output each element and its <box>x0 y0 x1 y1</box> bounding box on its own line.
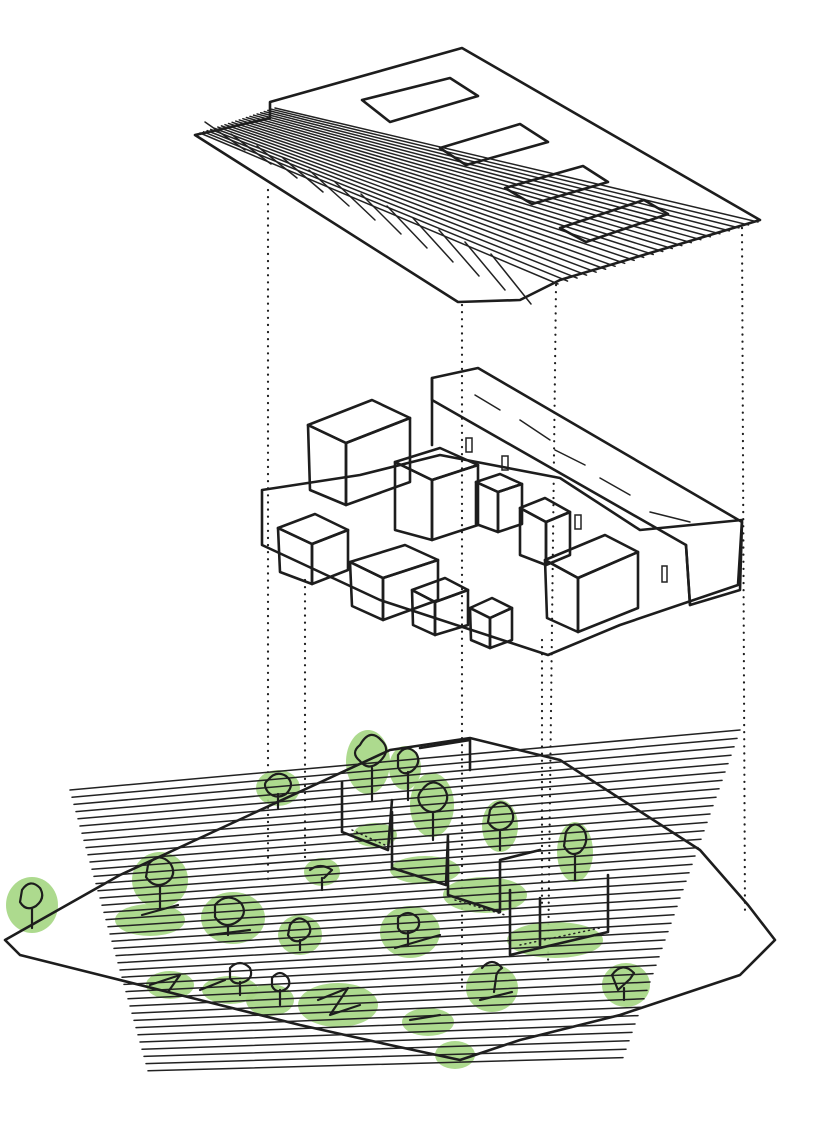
trees <box>18 733 636 1022</box>
volume-left-front <box>276 512 350 586</box>
roof-hatching <box>199 107 759 285</box>
volume-small-center <box>410 576 470 637</box>
roof-skylights <box>360 76 670 244</box>
roof-lattice-wing <box>204 121 532 305</box>
volume-small-tall <box>474 472 524 534</box>
courtyard-stipple <box>351 829 601 946</box>
ground-hatching <box>69 729 741 1072</box>
projection-lines <box>266 188 747 992</box>
volume-tiny-front <box>468 596 514 650</box>
volume-wide-low <box>348 543 440 622</box>
vegetation-areas <box>6 730 650 1069</box>
volume-mid-right <box>518 496 572 567</box>
landscape-ground-layer <box>3 729 777 1072</box>
volume-large-front-right <box>543 533 640 634</box>
volume-large-back <box>306 398 412 507</box>
roof-canopy-layer <box>193 46 762 305</box>
building-volumes-layer <box>260 366 744 657</box>
